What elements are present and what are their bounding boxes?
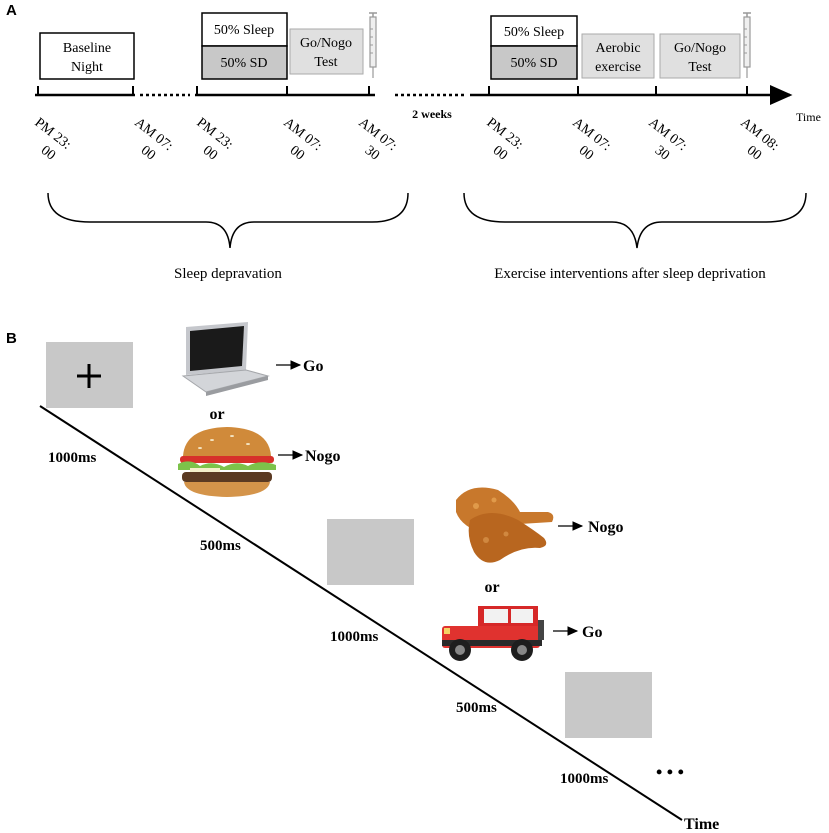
svg-text:50% Sleep: 50% Sleep: [504, 25, 564, 40]
svg-text:00: 00: [38, 143, 58, 163]
nogo-label-1: Nogo: [305, 448, 341, 465]
gap-label: 2 weeks: [412, 107, 452, 121]
blank-screen: [327, 519, 414, 585]
ellipsis: • • •: [656, 762, 684, 782]
blank-screen: [565, 672, 652, 738]
or-label-1: or: [209, 406, 224, 423]
svg-text:30: 30: [362, 143, 382, 163]
aerobic-exercise-box: Aerobic exercise: [581, 33, 655, 79]
time-label: AM 07:00: [281, 115, 325, 163]
time-axis-b: [39, 405, 683, 821]
go-label-2: Go: [582, 624, 602, 641]
go-label-1: Go: [303, 358, 323, 375]
duration-label: 1000ms: [48, 450, 96, 466]
sleep-sd-box-2: 50% Sleep 50% SD: [490, 15, 578, 80]
duration-label: 500ms: [456, 700, 497, 716]
duration-label: 1000ms: [560, 771, 608, 787]
red-jeep-image: [442, 606, 544, 661]
duration-label: 500ms: [200, 538, 241, 554]
svg-text:30: 30: [652, 143, 672, 163]
brace-right: [463, 192, 807, 249]
or-label-2: or: [484, 579, 499, 596]
time-label: AM 07:00: [570, 115, 614, 163]
svg-text:Baseline: Baseline: [63, 41, 111, 56]
gonogo-test-box-1: Go/Nogo Test: [289, 28, 364, 75]
brace-left-label: Sleep depravation: [174, 266, 282, 282]
brace-right-label: Exercise interventions after sleep depri…: [494, 266, 766, 282]
fixation-screen: [46, 342, 133, 408]
svg-text:50% SD: 50% SD: [510, 56, 557, 71]
fried-chicken-image: [456, 487, 554, 563]
svg-text:Aerobic: Aerobic: [595, 41, 640, 56]
laptop-image: [181, 322, 270, 396]
time-label: AM 07:00: [132, 115, 176, 163]
sleep-sd-box-1: 50% Sleep 50% SD: [201, 12, 288, 80]
duration-label: 1000ms: [330, 629, 378, 645]
timeline-a: [35, 85, 793, 105]
syringe-icon: [369, 12, 377, 78]
gonogo-test-box-2: Go/Nogo Test: [659, 33, 741, 79]
panel-a-letter: A: [6, 2, 17, 19]
svg-text:00: 00: [576, 143, 596, 163]
svg-text:50% SD: 50% SD: [220, 56, 267, 71]
brace-left: [47, 192, 409, 249]
time-label: AM 07:30: [356, 115, 400, 163]
nogo-label-2: Nogo: [588, 519, 624, 536]
baseline-night-box: Baseline Night: [39, 32, 135, 80]
svg-text:00: 00: [490, 143, 510, 163]
svg-text:00: 00: [138, 143, 158, 163]
time-labels: PM 23:00 AM 07:00 PM 23:00 AM 07:00 AM 0…: [32, 115, 782, 163]
svg-text:Go/Nogo: Go/Nogo: [674, 41, 726, 56]
svg-text:Test: Test: [688, 60, 711, 75]
time-axis-label-b: Time: [684, 816, 719, 833]
time-label: PM 23:00: [32, 115, 74, 163]
svg-text:Night: Night: [71, 60, 103, 75]
svg-text:50% Sleep: 50% Sleep: [214, 23, 274, 38]
time-label: AM 08:00: [738, 115, 782, 163]
svg-text:00: 00: [200, 143, 220, 163]
hamburger-image: [178, 427, 276, 497]
syringe-icon: [743, 12, 751, 78]
svg-text:exercise: exercise: [595, 60, 641, 75]
svg-text:00: 00: [744, 143, 764, 163]
time-label: PM 23:00: [194, 115, 236, 163]
panel-b-letter: B: [6, 330, 17, 347]
svg-text:00: 00: [287, 143, 307, 163]
svg-text:Test: Test: [314, 55, 337, 70]
time-label: PM 23:00: [484, 115, 526, 163]
time-axis-label-a: Time: [796, 110, 821, 124]
svg-text:Go/Nogo: Go/Nogo: [300, 36, 352, 51]
time-label: AM 07:30: [646, 115, 690, 163]
